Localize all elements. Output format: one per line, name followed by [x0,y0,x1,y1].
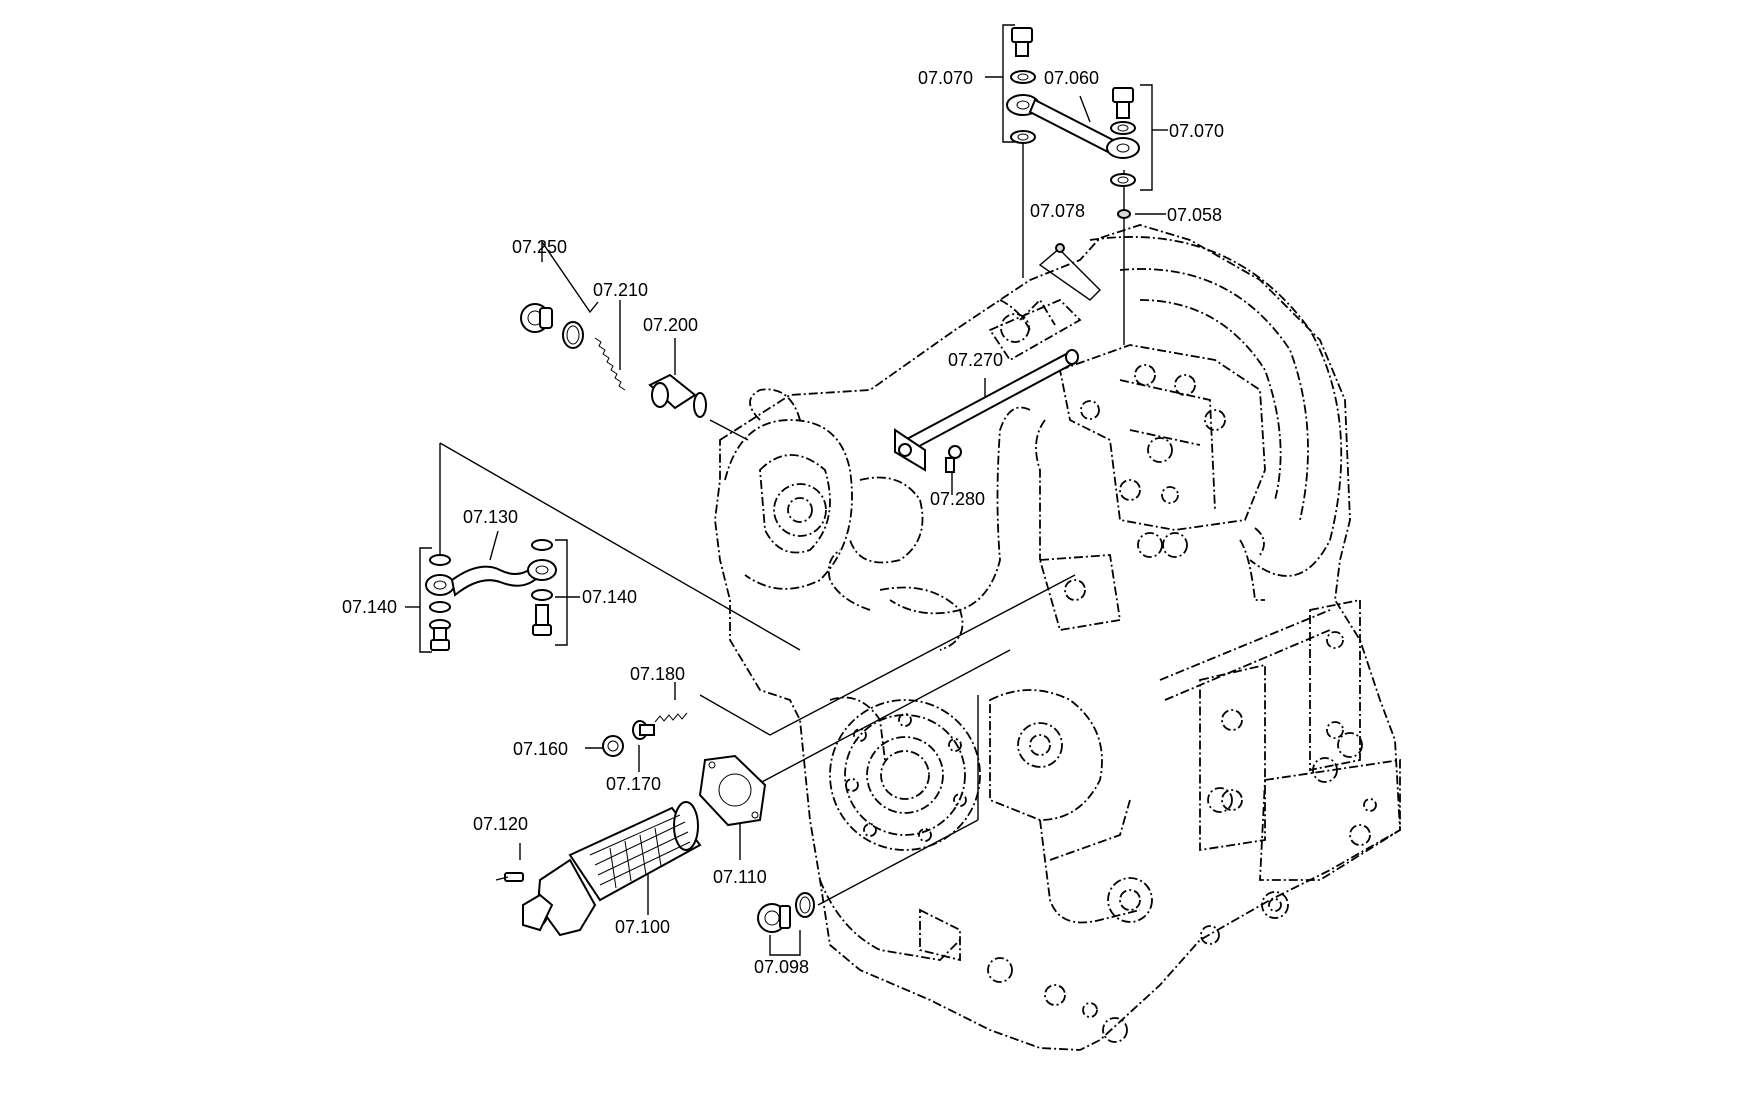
part-valve-07200 [520,303,707,418]
callout-07-120: 07.120 [473,814,529,834]
callout-07-200: 07.200 [643,315,699,335]
callout-07-210: 07.210 [593,280,649,300]
callout-07-098: 07.098 [754,957,810,977]
callout-07-170: 07.170 [606,774,662,794]
transmission-housing [714,224,1401,1051]
callout-07-060: 07.060 [1044,68,1100,88]
part-filter-07100 [495,801,702,937]
callout-07-130: 07.130 [463,507,519,527]
part-pipe-07130 [425,539,557,651]
callout-07-110: 07.110 [713,867,767,887]
callout-07-070-right: 07.070 [1169,121,1225,141]
callout-07-250: 07.250 [512,237,568,257]
part-plug-07098 [757,892,815,933]
callout-07-160: 07.160 [513,739,569,759]
callout-07-070-left: 07.070 [918,68,974,88]
callout-07-058: 07.058 [1167,205,1223,225]
callout-07-078: 07.078 [1030,201,1086,221]
bracket-lines [405,24,1168,749]
part-valve-07170 [602,712,688,757]
callout-07-180: 07.180 [630,664,686,684]
callout-07-280: 07.280 [930,489,986,509]
part-tube-07270 [894,349,1079,473]
callout-07-140-left: 07.140 [342,597,398,617]
part-gasket-07110 [698,754,767,827]
callout-07-270: 07.270 [948,350,1004,370]
part-pipe-07060 [1006,27,1140,253]
callout-07-100: 07.100 [615,917,671,937]
callout-07-140-right: 07.140 [582,587,638,607]
